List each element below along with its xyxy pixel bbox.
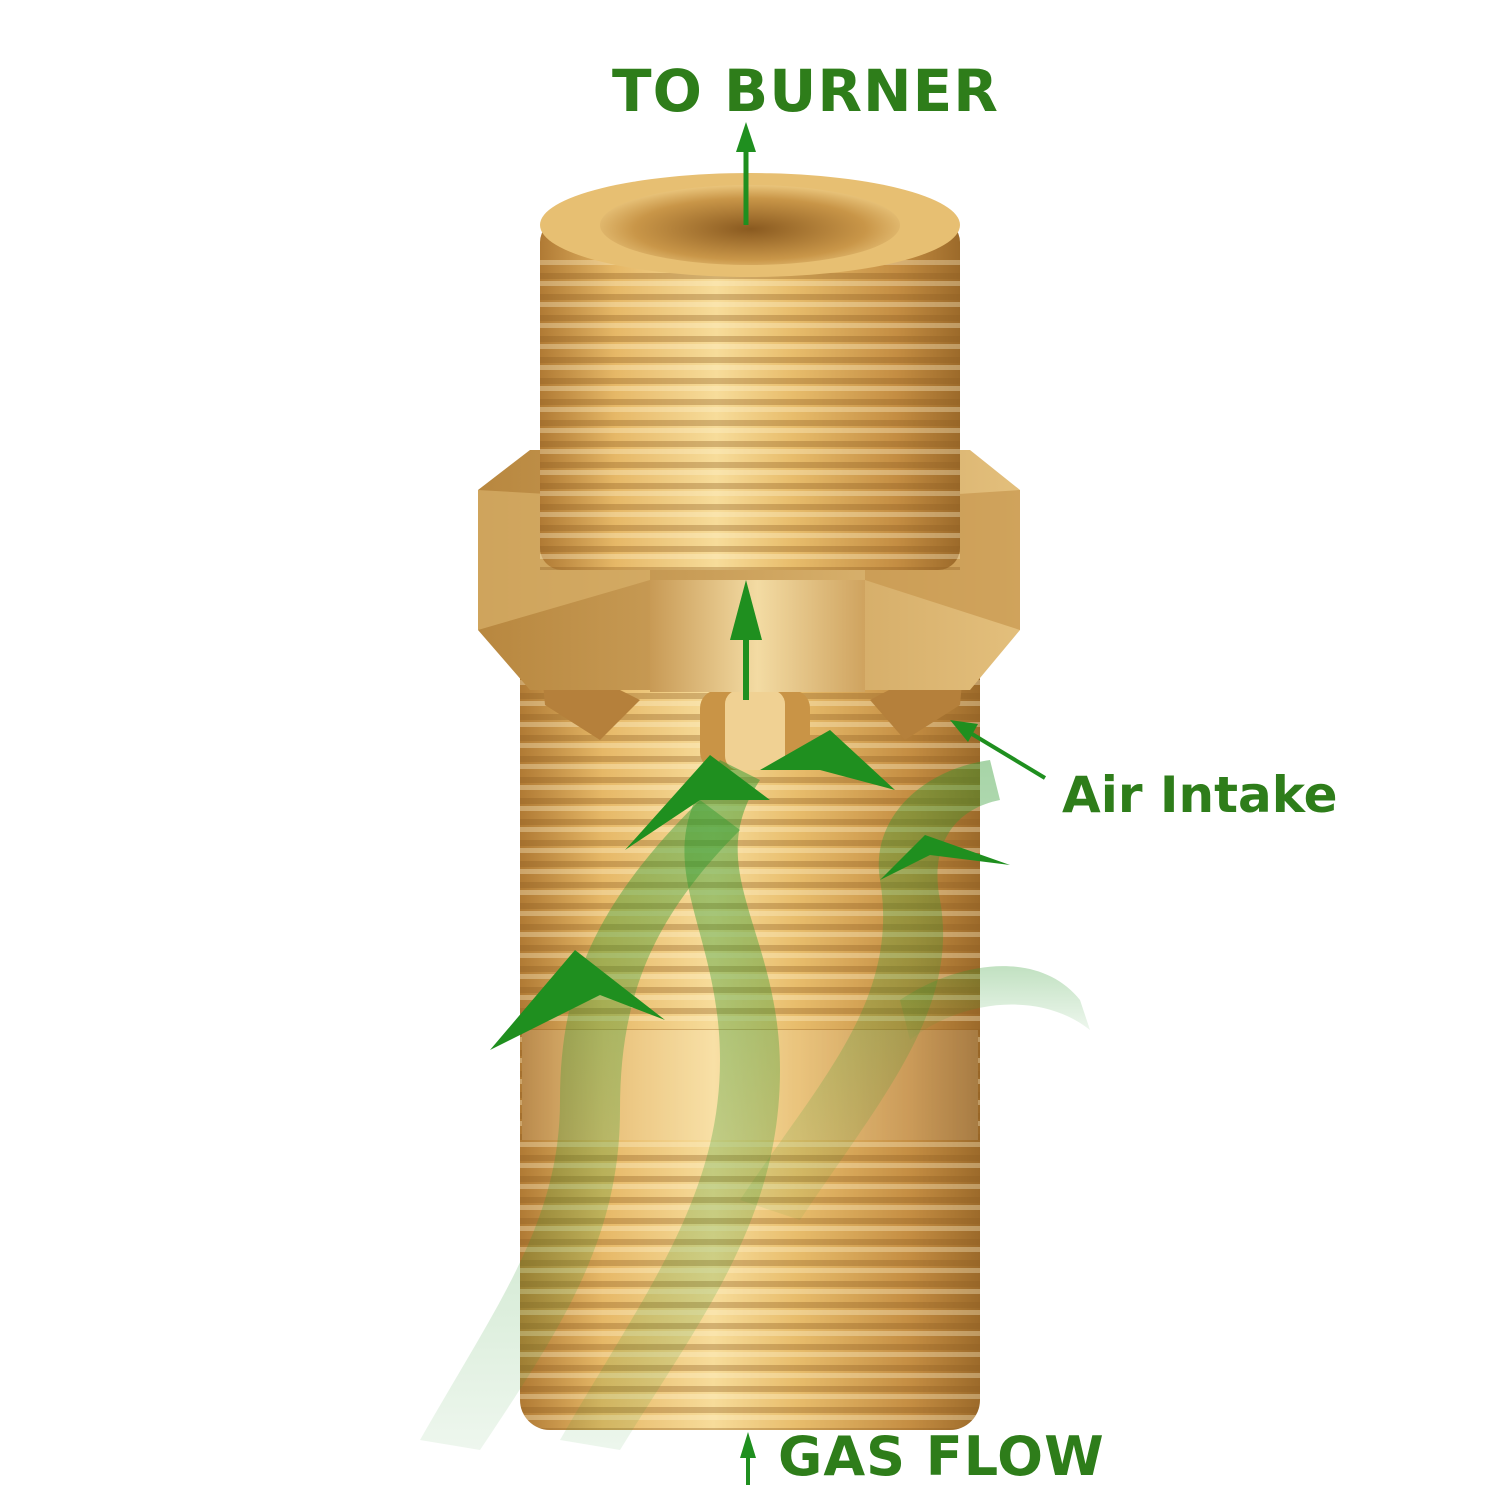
up-arrow-icon [730,122,762,1485]
air-intake-label: Air Intake [1062,766,1338,824]
to-burner-label: TO BURNER [612,57,999,125]
gas-flow-label: GAS FLOW [778,1425,1105,1488]
upper-threaded-nipple [540,173,960,570]
air-intake-pointer [950,720,1047,780]
gas-flow-wisps [420,760,1090,1450]
flow-arrow-icon [490,730,1010,1050]
